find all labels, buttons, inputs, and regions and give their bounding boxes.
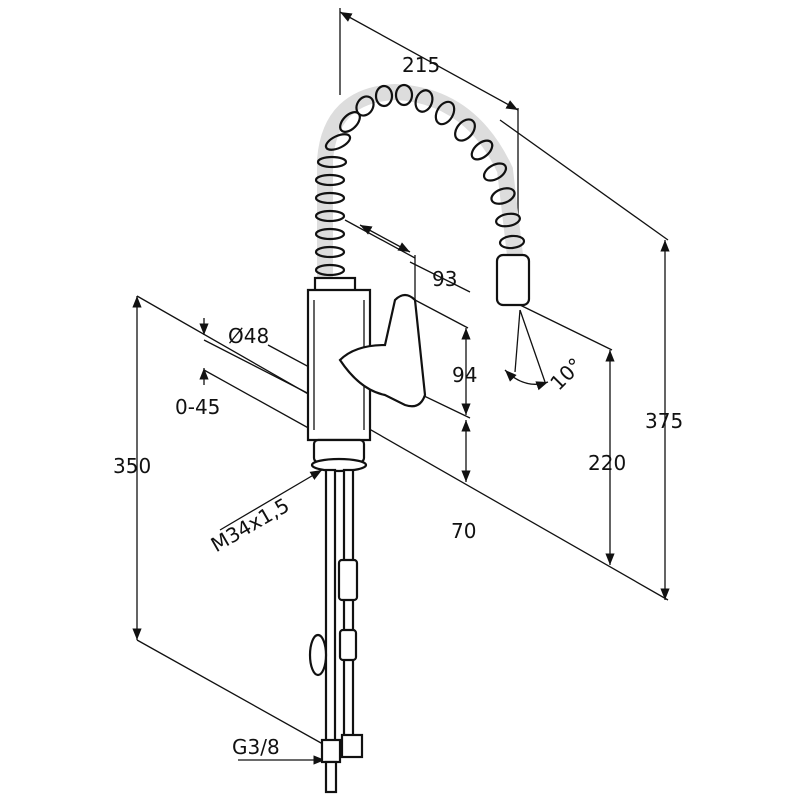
label-body-diameter: Ø48 (228, 324, 269, 348)
spray-head (495, 253, 531, 307)
faucet-body (306, 288, 372, 442)
label-spout-angle: 10° (545, 353, 587, 395)
lever-handle (338, 293, 427, 408)
label-base-height: 70 (451, 519, 476, 543)
label-outlet-height: 220 (588, 451, 626, 475)
label-mount-thickness: 0-45 (175, 395, 220, 419)
label-handle-height: 94 (452, 363, 477, 387)
label-thread: M34x1,5 (207, 493, 294, 557)
dimension-labels: 215 93 Ø48 94 0-45 10° 375 220 350 M34x1… (113, 53, 683, 759)
label-connection: G3/8 (232, 735, 280, 759)
label-total-height: 375 (645, 409, 683, 433)
label-hose-length: 350 (113, 454, 151, 478)
dim-215-line (339, 11, 519, 111)
faucet (306, 83, 531, 794)
spring-coil (314, 83, 526, 277)
label-spout-offset: 93 (432, 267, 457, 291)
spout-hose (317, 83, 523, 290)
label-spout-reach: 215 (402, 53, 440, 77)
supply-hoses (308, 468, 364, 794)
